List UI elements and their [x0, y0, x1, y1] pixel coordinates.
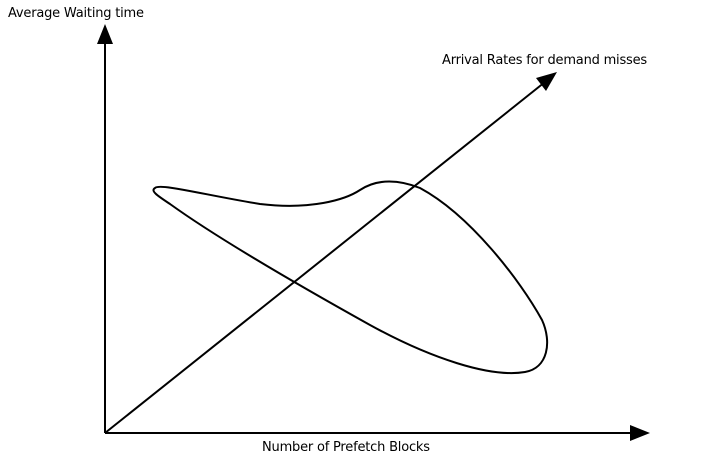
- z-axis-label: Arrival Rates for demand misses: [442, 53, 647, 68]
- x-axis-label: Number of Prefetch Blocks: [262, 440, 430, 455]
- waiting-time-curve: [152, 180, 549, 374]
- z-axis-line: [104, 81, 546, 434]
- y-axis-arrowhead: [97, 24, 113, 44]
- z-axis-arrowhead: [536, 72, 557, 91]
- y-axis-label: Average Waiting time: [8, 6, 144, 21]
- x-axis-arrowhead: [630, 425, 650, 441]
